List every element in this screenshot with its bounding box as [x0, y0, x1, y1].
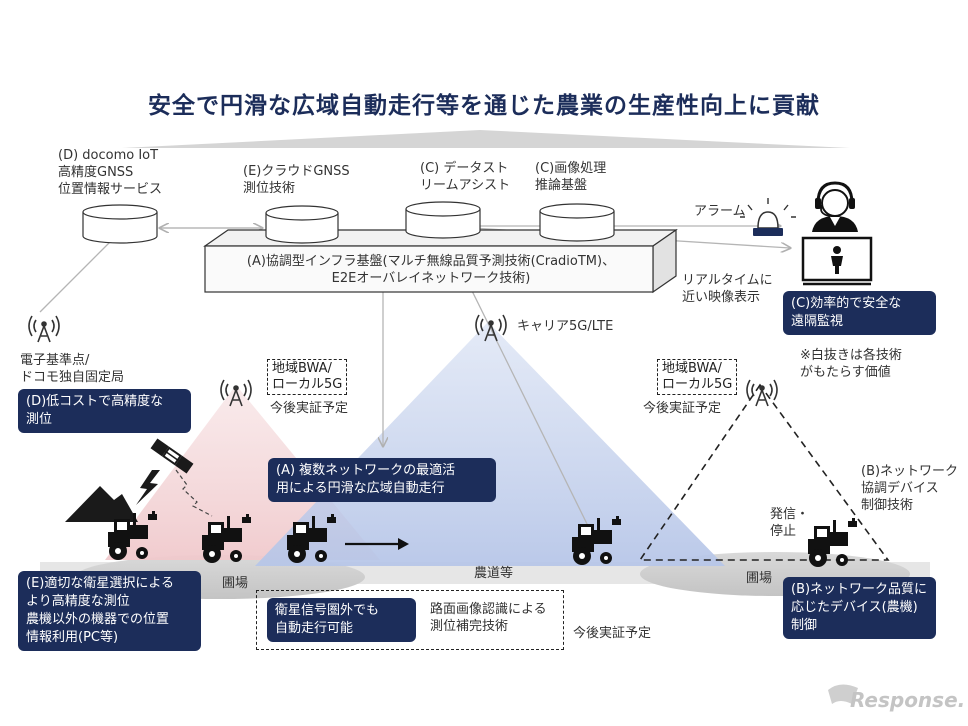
- antenna-icon-bwa-left: [220, 379, 252, 407]
- cloud-gnss-label: (E)クラウドGNSS 測位技術: [243, 164, 350, 196]
- farm-road-label: 農道等: [474, 566, 514, 581]
- antenna-icon-bwa-right: [746, 379, 778, 407]
- tractor-icon: [202, 514, 251, 563]
- blue-coverage-cone: [255, 322, 725, 566]
- watermark-text: Response.: [850, 688, 966, 712]
- image-proc-label: (C)画像処理 推論基盤: [535, 161, 607, 193]
- bwa-left-box: 地域BWA/ ローカル5G: [267, 359, 348, 395]
- tractor-icon: [287, 514, 336, 563]
- data-stream-label: (C) データスト リームアシスト: [420, 161, 511, 193]
- quality-control-callout: (B)ネットワーク品質に 応じたデバイス(農機) 制御: [783, 577, 936, 639]
- planned-left-label: 今後実証予定: [270, 401, 349, 416]
- satellite-select-callout: (E)適切な衛星選択による より高精度な測位 農機以外の機器での位置 情報利用(…: [18, 571, 201, 651]
- realtime-label: リアルタイムに 近い映像表示: [682, 273, 773, 305]
- operator-headset-icon: [812, 181, 858, 232]
- cylinder-docomo: [82, 204, 158, 244]
- cylinder-image-proc: [539, 203, 615, 242]
- remote-monitor-callout: (C)効率的で安全な 遠隔監視: [783, 291, 936, 335]
- alarm-label: アラーム: [694, 204, 746, 219]
- field-left-label: 圃場: [222, 576, 249, 591]
- satellite-icon: [150, 438, 194, 474]
- road-image-label: 路面画像認識による 測位補完技術: [430, 602, 547, 634]
- carrier-label: キャリア5G/LTE: [517, 319, 614, 334]
- infra-platform-label: (A)協調型インフラ基盤(マルチ無線品質予測技術(CradioTM)、 E2Eオ…: [246, 254, 616, 286]
- bwa-right-box: 地域BWA/ ローカル5G: [657, 359, 738, 395]
- field-right-label: 圃場: [746, 571, 773, 586]
- lightning-icon: [136, 470, 160, 505]
- roof-wedge: [122, 130, 850, 148]
- antenna-icon-base-station: [28, 315, 60, 343]
- alarm-light-icon: [740, 198, 796, 236]
- docomo-service-label: (D) docomo IoT 高精度GNSS 位置情報サービス: [58, 148, 163, 197]
- cylinder-cloud-gnss: [265, 205, 339, 244]
- send-stop-label: 発信・ 停止: [770, 507, 810, 539]
- low-cost-callout: (D)低コストで高精度な 測位: [18, 389, 191, 433]
- signal-zigzag: [175, 469, 213, 517]
- tractor-icon: [808, 518, 857, 567]
- tractor-group: [108, 511, 857, 567]
- mountain: [65, 486, 138, 522]
- tractor-icon: [572, 516, 621, 565]
- monitor-icon: [801, 236, 873, 286]
- antenna-icon-carrier: [475, 314, 507, 342]
- bottom-dashed-frame: [256, 590, 564, 650]
- page-title: 安全で円滑な広域自動走行等を通じた農業の生産性向上に貢献: [148, 93, 820, 119]
- out-of-range-callout: 衛星信号圏外でも 自動走行可能: [267, 598, 416, 642]
- dashed-coverage-cone: [638, 383, 890, 561]
- cylinder-data-stream: [405, 201, 481, 239]
- network-device-label: (B)ネットワーク 協調デバイス 制御技術: [861, 464, 959, 513]
- note-label: ※白抜きは各技術 がもたらす価値: [800, 348, 902, 380]
- base-station-label: 電子基準点/ ドコモ独自固定局: [20, 353, 125, 385]
- planned-bottom-label: 今後実証予定: [573, 626, 652, 641]
- watermark-logo-swoosh: [828, 684, 858, 704]
- tractor-icon: [108, 511, 157, 560]
- multi-network-callout: (A) 複数ネットワークの最適活 用による円滑な広域自動走行: [268, 458, 496, 502]
- planned-right-label: 今後実証予定: [643, 401, 722, 416]
